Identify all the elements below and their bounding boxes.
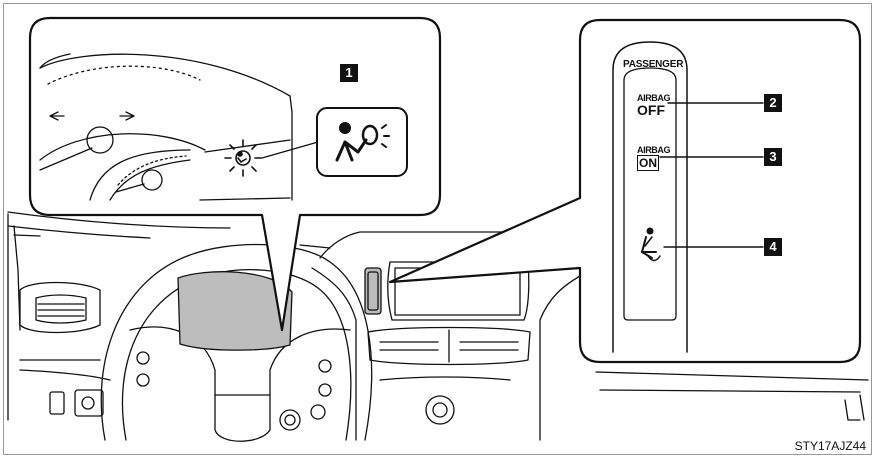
callout-3: 3 bbox=[764, 148, 782, 166]
figure-frame bbox=[3, 3, 872, 455]
airbag-on-bottom: ON bbox=[637, 155, 659, 171]
callout-2: 2 bbox=[764, 94, 782, 112]
airbag-off-indicator: AIRBAG OFF bbox=[637, 93, 671, 118]
airbag-on-indicator: AIRBAG ON bbox=[637, 145, 671, 171]
passenger-panel-bubble bbox=[388, 18, 862, 364]
meter-closeup-bubble bbox=[28, 16, 442, 332]
seat-belt-reminder-icon bbox=[641, 227, 661, 262]
meter-closeup-art bbox=[39, 53, 319, 201]
airbag-off-bottom: OFF bbox=[637, 102, 665, 118]
instrument-cluster-highlight bbox=[177, 271, 293, 351]
callout-leaders bbox=[659, 102, 764, 248]
srs-icon-box bbox=[316, 107, 408, 177]
passenger-panel-outline bbox=[612, 41, 688, 353]
airbag-off-top: AIRBAG bbox=[637, 93, 671, 103]
srs-warning-light-icon bbox=[224, 139, 262, 177]
passenger-label: PASSENGER bbox=[623, 59, 684, 70]
airbag-on-top: AIRBAG bbox=[637, 145, 671, 155]
srs-airbag-icon bbox=[335, 122, 390, 162]
dashboard-line-art bbox=[7, 211, 869, 442]
passenger-panel-inner bbox=[623, 67, 677, 321]
callout-4: 4 bbox=[764, 238, 782, 256]
figure-code: STY17AJZ44 bbox=[794, 439, 866, 453]
callout-1: 1 bbox=[340, 64, 358, 82]
